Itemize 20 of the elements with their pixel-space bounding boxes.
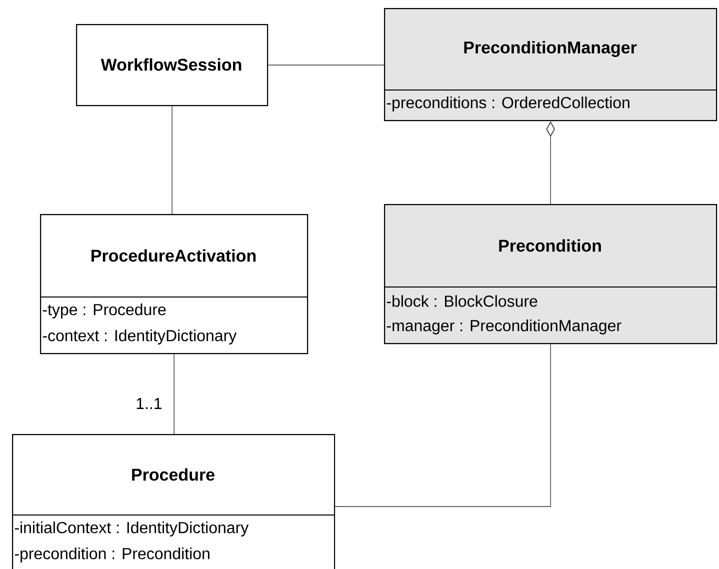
class-name: ProcedureActivation — [92, 249, 256, 262]
class-box — [384, 204, 718, 344]
class-box — [384, 8, 718, 122]
class-box — [40, 214, 308, 354]
attribute: -block : BlockClosure — [386, 295, 538, 307]
class-box — [76, 24, 268, 106]
attribute: -precondition : Precondition — [14, 548, 210, 562]
class-name: PreconditionManager — [464, 41, 637, 57]
attribute: -preconditions : OrderedCollection — [386, 96, 630, 112]
attribute: -context : IdentityDictionary — [42, 330, 237, 344]
association-line — [268, 64, 384, 66]
class-box — [12, 434, 336, 569]
class-name: WorkflowSession — [100, 58, 242, 71]
attribute: -initialContext : IdentityDictionary — [14, 522, 249, 536]
class-name: Procedure — [132, 468, 214, 481]
multiplicity-label: 1..1 — [134, 397, 164, 410]
attribute: -manager : PreconditionManager — [386, 320, 622, 334]
class-name: Precondition — [499, 239, 601, 252]
association-line — [334, 344, 551, 507]
attribute: -type : Procedure — [42, 304, 166, 318]
